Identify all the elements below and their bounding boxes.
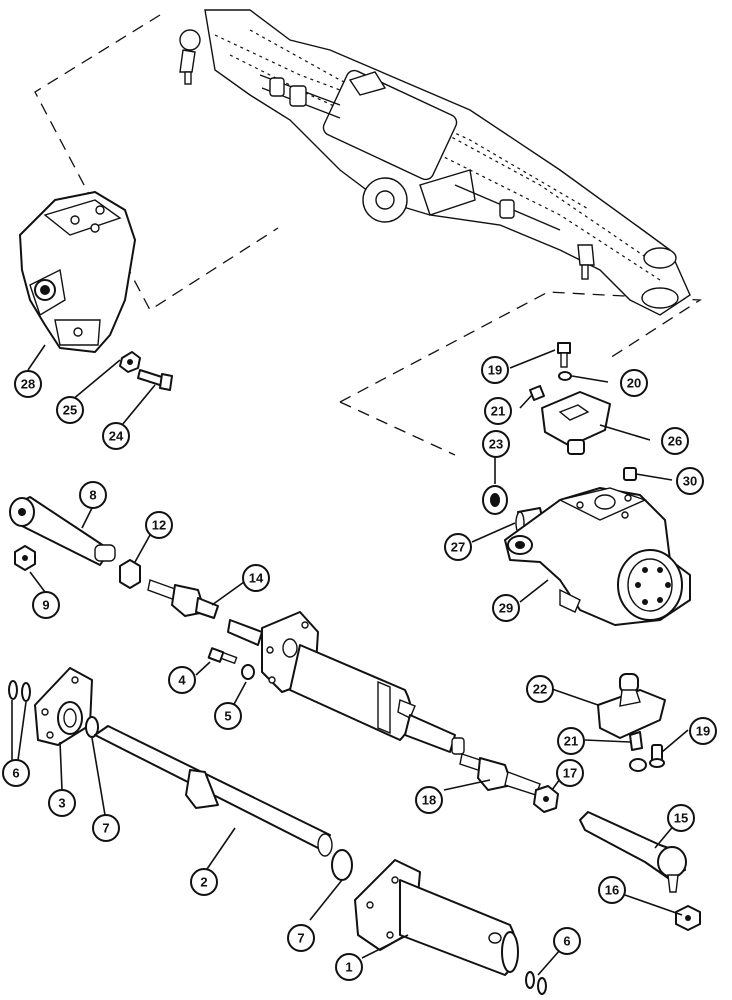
bolt-24 [137, 369, 173, 391]
svg-text:5: 5 [224, 709, 231, 724]
svg-text:22: 22 [533, 682, 547, 697]
grease-nipple-21-upper [529, 385, 545, 401]
callout-20: 20 [620, 369, 648, 397]
svg-text:4: 4 [178, 673, 186, 688]
seal-7-right [331, 849, 353, 881]
seal-7-left [85, 716, 99, 738]
callout-16: 16 [598, 876, 626, 904]
callout-18: 18 [415, 786, 443, 814]
grease-nipple-21-lower [629, 731, 647, 772]
king-pin-cap-26 [541, 391, 611, 455]
svg-text:25: 25 [63, 403, 77, 418]
svg-text:30: 30 [683, 474, 697, 489]
svg-text:23: 23 [489, 437, 503, 452]
callout-29: 29 [492, 594, 520, 622]
callout-5: 5 [214, 702, 242, 730]
callout-3: 3 [48, 789, 76, 817]
svg-text:24: 24 [109, 429, 124, 444]
plug-30 [623, 467, 637, 481]
svg-text:21: 21 [564, 734, 578, 749]
svg-text:18: 18 [422, 793, 436, 808]
cylinder-upper [227, 611, 465, 755]
callout-14: 14 [242, 564, 270, 592]
callout-9: 9 [32, 591, 60, 619]
svg-text:29: 29 [499, 601, 513, 616]
svg-text:6: 6 [12, 766, 19, 781]
svg-text:2: 2 [200, 875, 207, 890]
inner-ball-joint-14 [147, 579, 219, 619]
piston-rod-2 [94, 725, 333, 857]
nut-16 [675, 905, 701, 931]
svg-text:3: 3 [58, 796, 65, 811]
end-flange-3 [34, 667, 93, 746]
callout-27: 27 [444, 533, 472, 561]
steering-knuckle-left [19, 191, 136, 353]
callout-4: 4 [168, 666, 196, 694]
svg-text:12: 12 [152, 518, 166, 533]
svg-text:7: 7 [297, 931, 304, 946]
callout-19-upper: 19 [481, 356, 509, 384]
nut-17 [533, 785, 559, 813]
callout-19-lower: 19 [689, 717, 717, 745]
svg-text:20: 20 [627, 376, 641, 391]
o-rings-6-left [8, 680, 31, 702]
callout-12: 12 [145, 511, 173, 539]
bolt-19-upper [557, 342, 571, 368]
nut-9 [14, 545, 36, 571]
tie-rod-end-8 [9, 496, 116, 566]
steering-knuckle-right [504, 487, 691, 626]
svg-text:6: 6 [563, 934, 570, 949]
ball-joint-18 [459, 753, 541, 796]
washer-5 [241, 664, 255, 680]
nut-25 [119, 351, 141, 373]
svg-text:19: 19 [488, 363, 502, 378]
svg-text:9: 9 [42, 598, 49, 613]
callout-21-upper: 21 [484, 397, 512, 425]
callout-6-left: 6 [2, 759, 30, 787]
leader-lines [11, 344, 689, 976]
cylinder-barrel-1 [354, 859, 519, 976]
washer-20 [558, 371, 572, 381]
svg-text:26: 26 [668, 434, 682, 449]
callout-17: 17 [556, 759, 584, 787]
callout-6-right: 6 [553, 927, 581, 955]
axle-housing-assembly [34, 9, 703, 456]
svg-text:1: 1 [345, 960, 352, 975]
callout-26: 26 [661, 427, 689, 455]
svg-text:8: 8 [89, 488, 96, 503]
svg-text:14: 14 [249, 571, 264, 586]
svg-text:7: 7 [102, 821, 109, 836]
seal-23 [482, 485, 508, 515]
bearing-cap-22 [597, 673, 666, 739]
callout-28: 28 [14, 370, 42, 398]
callout-7-right: 7 [287, 924, 315, 952]
callout-15: 15 [667, 804, 695, 832]
svg-text:21: 21 [491, 404, 505, 419]
callout-22: 22 [526, 675, 554, 703]
callout-25: 25 [56, 396, 84, 424]
callout-8: 8 [79, 481, 107, 509]
callout-1: 1 [335, 953, 363, 981]
tie-rod-end-15 [579, 811, 687, 893]
callout-24: 24 [102, 422, 130, 450]
svg-text:28: 28 [21, 377, 35, 392]
o-rings-6-right [525, 971, 547, 995]
callout-2: 2 [190, 868, 218, 896]
svg-text:19: 19 [696, 724, 710, 739]
svg-text:16: 16 [605, 883, 619, 898]
svg-text:17: 17 [563, 766, 577, 781]
callout-30: 30 [676, 467, 704, 495]
svg-text:15: 15 [674, 811, 688, 826]
bolt-19-lower [649, 744, 665, 768]
svg-text:27: 27 [451, 540, 465, 555]
callout-23: 23 [482, 430, 510, 458]
bolt-4 [207, 647, 238, 665]
callout-21-lower: 21 [557, 727, 585, 755]
callout-7-left: 7 [92, 814, 120, 842]
lock-nut-12 [119, 559, 141, 589]
